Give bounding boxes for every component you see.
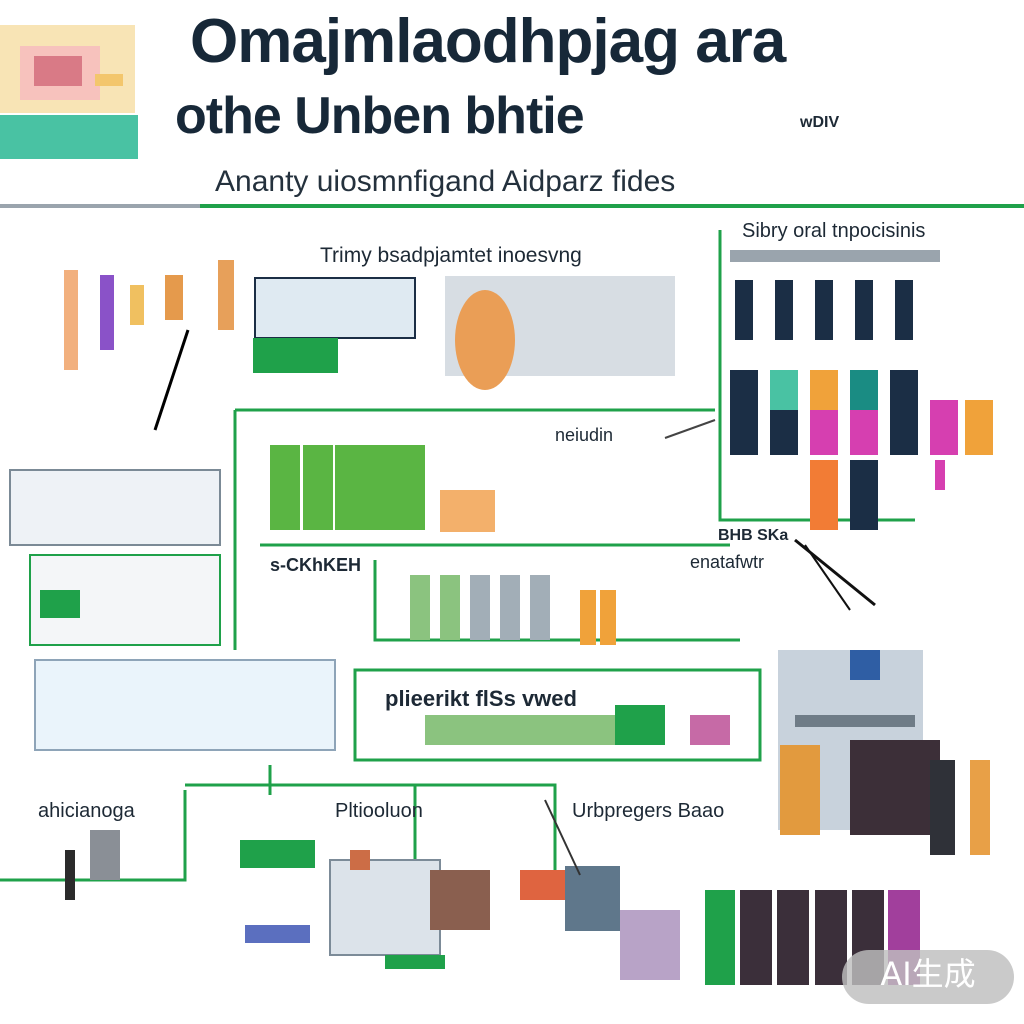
label-right-mid-top: BHB SKa xyxy=(718,527,789,544)
page-subtitle: Ananty uiosmnfigand Aidparz fides xyxy=(215,165,676,198)
label-top-center: Trimy bsadpjamtet inoesvng xyxy=(320,244,582,267)
label-bottom-right: Urbpregers Baao xyxy=(572,800,725,822)
bottom-right-signboard xyxy=(520,799,680,980)
pointer-line-2 xyxy=(804,544,851,611)
label-bottom-left: ahicianoga xyxy=(38,800,135,822)
label-mid-right-small: neiudin xyxy=(555,425,614,445)
page-title-line-1: Omajmlaodhpjag ara xyxy=(190,7,786,76)
label-top-right: Sibry oral tnpocisinis xyxy=(742,220,926,242)
left-panel-top xyxy=(9,469,221,546)
connector-mid-2 xyxy=(373,560,740,642)
title-tag: wDIV xyxy=(800,114,840,131)
pointer-line-1 xyxy=(794,538,876,607)
package-illustration xyxy=(0,25,138,159)
bottom-left-scene xyxy=(65,830,315,943)
green-workers xyxy=(270,445,495,532)
lower-center-factory xyxy=(425,705,730,745)
label-right-mid-bottom: enatafwtr xyxy=(690,552,765,572)
label-bottom-center: Pltiooluon xyxy=(335,800,423,822)
bottom-center-city xyxy=(329,850,490,969)
equipment-top-center xyxy=(253,276,675,390)
ai-generated-watermark: AI生成 xyxy=(842,950,1014,1004)
left-green-marker xyxy=(40,590,80,618)
pointer-line-3 xyxy=(664,419,716,439)
label-center-lower: plieerikt flSs vwed xyxy=(385,686,577,711)
left-panel-bottom xyxy=(34,659,336,751)
connector-box-lower xyxy=(353,668,762,762)
connector-bottom-left xyxy=(0,790,187,882)
right-building-panels xyxy=(778,650,990,855)
page-title-line-2: othe Unben bhtie xyxy=(175,87,585,145)
mid-workers xyxy=(410,575,616,645)
right-bottle-grid xyxy=(730,250,993,530)
people-group-top-left xyxy=(64,260,234,431)
label-left-mid: s-CKhKEH xyxy=(270,555,362,575)
connector-bottom-1 xyxy=(185,783,557,885)
